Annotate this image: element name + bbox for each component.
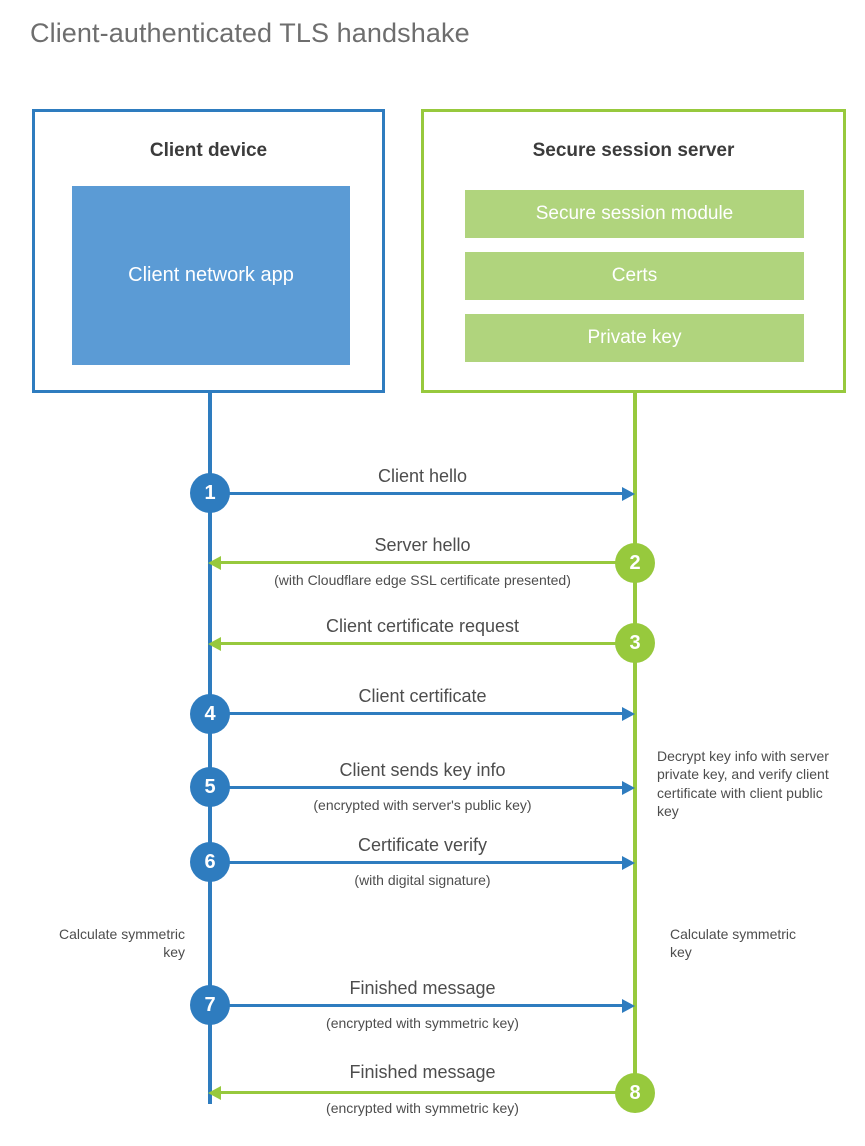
step-2-label: Server hello bbox=[374, 535, 471, 555]
client-lifeline bbox=[208, 393, 212, 1104]
server-box-secure-session-module: Secure session module bbox=[465, 190, 804, 238]
step-5-circle: 5 bbox=[190, 767, 230, 807]
step-1-label: Client hello bbox=[377, 466, 468, 486]
page-title: Client-authenticated TLS handshake bbox=[30, 18, 470, 48]
step-7-arrow-head bbox=[622, 999, 635, 1013]
step-3-arrow-head bbox=[208, 637, 221, 651]
step-8-arrow-head bbox=[208, 1086, 221, 1100]
step-1-arrow-line bbox=[210, 492, 623, 495]
step-6-arrow-head bbox=[622, 856, 635, 870]
step-1-circle: 1 bbox=[190, 473, 230, 513]
step-3-arrow-line bbox=[220, 642, 635, 645]
step-4-circle: 4 bbox=[190, 694, 230, 734]
step-3-circle: 3 bbox=[615, 623, 655, 663]
step-8-circle: 8 bbox=[615, 1073, 655, 1113]
server-lifeline bbox=[633, 393, 637, 1093]
step-4-label: Client certificate bbox=[358, 686, 487, 706]
step-5-arrow-line bbox=[210, 786, 623, 789]
client-device-title: Client device bbox=[149, 140, 268, 161]
step-1-arrow-head bbox=[622, 487, 635, 501]
step-8-label: Finished message bbox=[349, 1062, 496, 1082]
step-5-label: Client sends key info bbox=[339, 760, 506, 780]
server-component-list: Secure session module Certs Private key bbox=[465, 190, 804, 376]
server-box-private-key: Private key bbox=[465, 314, 804, 362]
client-calculate-symmetric-key-annotation: Calculate symmetric key bbox=[58, 926, 185, 961]
step-4-arrow-head bbox=[622, 707, 635, 721]
step-8-sublabel: (encrypted with symmetric key) bbox=[326, 1100, 519, 1116]
step-4-arrow-line bbox=[210, 712, 623, 715]
step-6-label: Certificate verify bbox=[357, 835, 488, 855]
step-7-circle: 7 bbox=[190, 985, 230, 1025]
step-7-label: Finished message bbox=[349, 978, 496, 998]
step-8-arrow-line bbox=[220, 1091, 635, 1094]
step-3-label: Client certificate request bbox=[325, 616, 520, 636]
client-device-panel: Client device Client network app bbox=[32, 109, 385, 393]
step-6-sublabel: (with digital signature) bbox=[354, 872, 491, 888]
step-2-circle: 2 bbox=[615, 543, 655, 583]
server-decrypt-annotation: Decrypt key info with server private key… bbox=[657, 748, 829, 820]
step-5-sublabel: (encrypted with server's public key) bbox=[313, 797, 532, 813]
client-network-app-box: Client network app bbox=[72, 186, 350, 365]
step-2-sublabel: (with Cloudflare edge SSL certificate pr… bbox=[274, 572, 571, 588]
secure-session-server-title: Secure session server bbox=[532, 140, 735, 161]
step-7-sublabel: (encrypted with symmetric key) bbox=[326, 1015, 519, 1031]
step-5-arrow-head bbox=[622, 781, 635, 795]
step-2-arrow-head bbox=[208, 556, 221, 570]
server-calculate-symmetric-key-annotation: Calculate symmetric key bbox=[670, 926, 797, 961]
server-box-certs: Certs bbox=[465, 252, 804, 300]
step-7-arrow-line bbox=[210, 1004, 623, 1007]
secure-session-server-panel: Secure session server Secure session mod… bbox=[421, 109, 846, 393]
step-6-circle: 6 bbox=[190, 842, 230, 882]
step-6-arrow-line bbox=[210, 861, 623, 864]
step-2-arrow-line bbox=[220, 561, 635, 564]
